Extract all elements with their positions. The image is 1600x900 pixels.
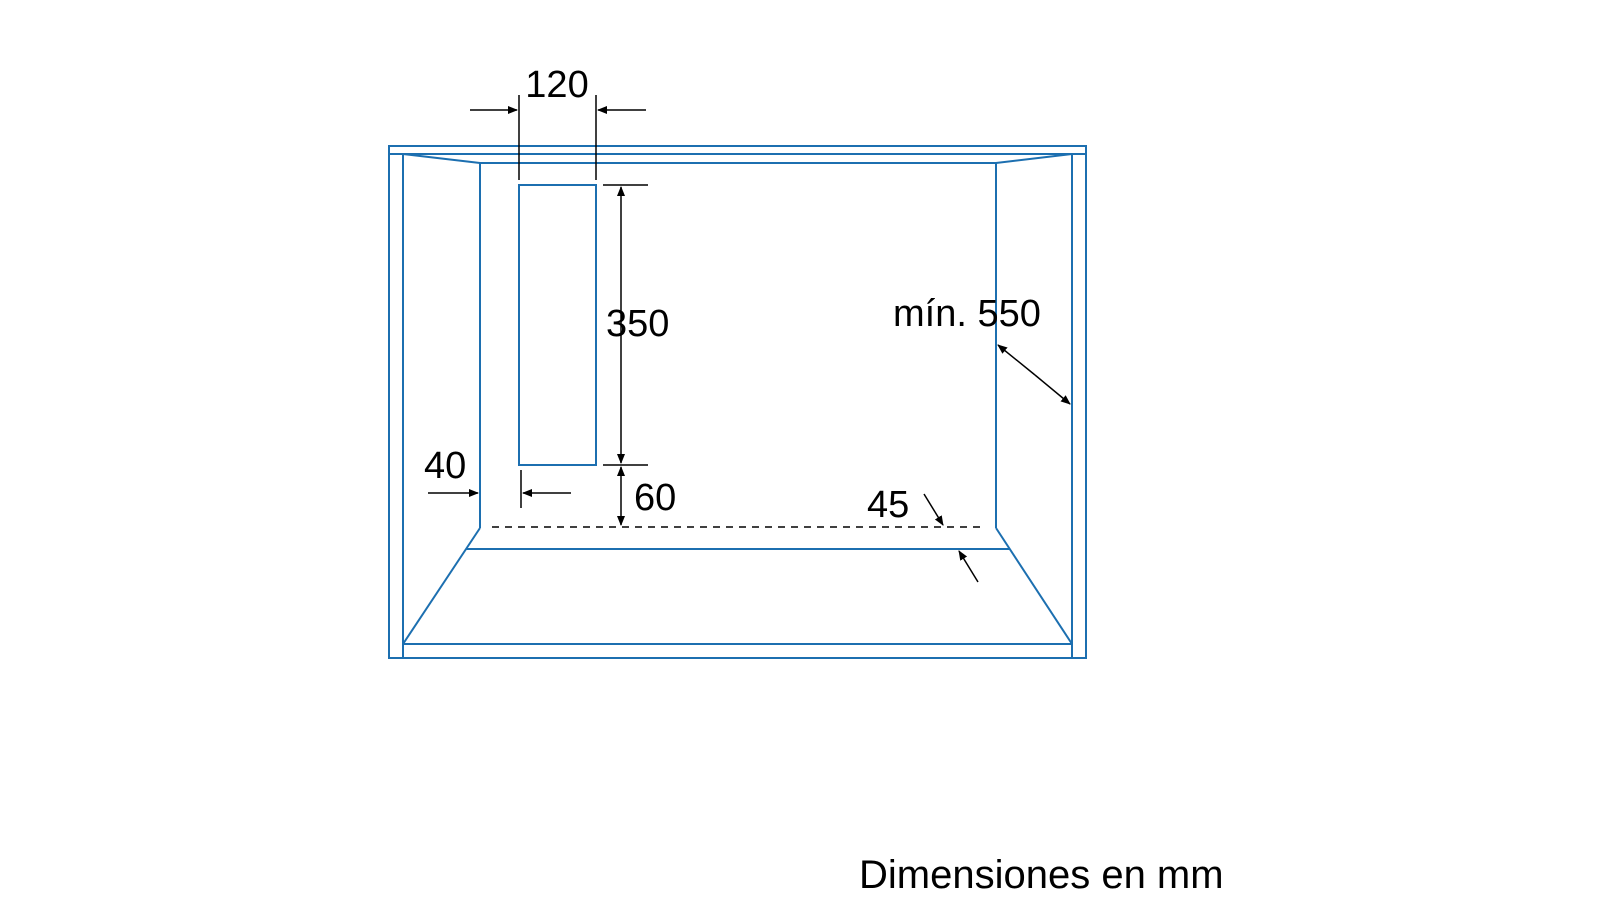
dimension-lines (428, 95, 1071, 583)
front-offset-arrow-top (923, 493, 944, 526)
depth-arrow-front (1034, 374, 1071, 405)
perspective-edge-top-left (402, 153, 481, 164)
front-offset-label: 45 (867, 484, 909, 526)
ventilation-cutout (518, 184, 597, 466)
cabinet-outer-frame (388, 145, 1087, 659)
units-caption: Dimensiones en mm (859, 853, 1224, 897)
depth-label: mín. 550 (893, 293, 1041, 335)
front-offset-arrow-bottom (958, 550, 979, 583)
depth-arrow-back (997, 344, 1036, 376)
perspective-edge-top-right (995, 153, 1073, 164)
cabinet-outline (388, 145, 1087, 659)
height-label: 350 (606, 303, 669, 345)
side-offset-label: 40 (424, 445, 466, 487)
bottom-gap-label: 60 (634, 477, 676, 519)
width-label: 120 (525, 64, 588, 106)
perspective-edge-bottom-right (995, 527, 1073, 645)
perspective-edge-bottom-left (402, 527, 481, 645)
